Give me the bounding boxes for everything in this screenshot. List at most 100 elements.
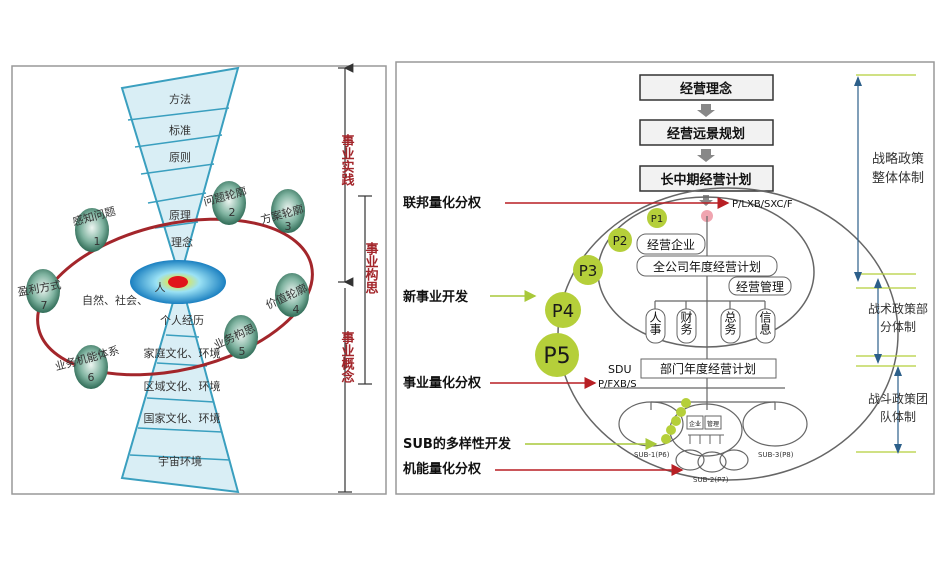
cycle-node-5 [224, 315, 258, 359]
p-circles [535, 208, 691, 444]
box-annual-plan-label: 全公司年度经营计划 [653, 259, 761, 274]
funnel-level-standard: 标准 [169, 123, 191, 137]
cycle-node-7 [26, 269, 60, 313]
left-panel: 方法 标准 原则 原理 理念 人 个人经历 家庭文化、环境 区域文化、环境 国家… [11, 63, 387, 495]
mini-box-mgmt [704, 415, 722, 430]
funnel-level-country: 国家文化、环境 [144, 411, 221, 425]
p2-circle [608, 228, 632, 252]
mini-box-company-label: 企业 [689, 420, 701, 428]
cycle-num-2: 2 [229, 206, 236, 219]
arrow-down-1 [697, 104, 715, 117]
right-panel: 经营理念 经营远景规划 长中期经营计划 经营企业 全公司年度经营计划 经营管理 [395, 61, 935, 495]
box-company [636, 233, 706, 255]
label-combat-fo: 战斗政策团队体制 [867, 392, 928, 424]
dept-hr [645, 308, 666, 344]
sub-1-label: SUB-1(P6) [634, 451, 670, 459]
funnel-level-region: 区域文化、环境 [144, 379, 221, 393]
funnel-level-theory: 原理 [169, 209, 191, 222]
label-strategy-fo: 战略政策整体体制 [871, 152, 924, 186]
dept-general [720, 308, 741, 344]
cycle-node-3 [271, 189, 305, 233]
box-management-philosophy [639, 74, 774, 101]
p2-label: P2 [613, 234, 628, 248]
p4-circle [545, 292, 581, 328]
p3-circle [573, 255, 603, 285]
dept-info [755, 308, 776, 344]
cycle-num-4: 4 [293, 303, 300, 316]
sub-2-label: SUB-2(P7) [693, 476, 729, 484]
cycle-node-6 [74, 345, 108, 389]
cycle-num-7: 7 [41, 299, 48, 312]
lxb-code: P/LXB/SXC/F [732, 199, 793, 210]
departments: 人事 财务 总务 信息 [645, 308, 776, 344]
upper-funnel-dividers [127, 107, 230, 229]
mini-dept-ticks [688, 434, 724, 444]
label-strategy: 战略政策整体体制 [871, 152, 924, 186]
cycle-num-1: 1 [94, 235, 101, 248]
dept-general-label: 总务 [723, 311, 737, 335]
label-business-decentralization: 事业量化分权 [403, 375, 482, 391]
box-vision-plan-label: 经营远景规划 [667, 126, 745, 142]
mini-box-mgmt-label: 管理 [707, 420, 719, 428]
label-function-decentralization: 机能量化分权 [403, 461, 482, 477]
axis-label-structure: 事业构思 [363, 241, 379, 295]
cycle-node-1 [75, 208, 109, 252]
box-management-philosophy-label: 经营理念 [680, 81, 732, 97]
dept-finance-label: 财务 [679, 311, 693, 335]
value-cycle-ellipse [36, 217, 314, 377]
box-dept-plan [640, 358, 777, 379]
top-plan-boxes: 经营理念 经营远景规划 长中期经营计划 [639, 74, 774, 206]
core-dot [168, 276, 188, 288]
fxb-code: P/FXB/S [598, 379, 637, 390]
p1-label: P1 [651, 214, 663, 225]
funnel-level-universe: 宇宙环境 [158, 454, 202, 468]
mini-box-company [686, 415, 704, 430]
p4-label: P4 [552, 301, 574, 322]
dept-info-label: 信息 [758, 311, 772, 335]
funnel-level-family: 家庭文化、环境 [144, 346, 221, 360]
sub-2b-circle [697, 451, 727, 473]
box-vision-plan [639, 119, 774, 146]
box-long-term-plan-label: 长中期经营计划 [660, 172, 751, 188]
p1-circle [647, 208, 667, 228]
box-management [728, 276, 792, 296]
cycle-nodes [26, 181, 309, 389]
p3-label: P3 [579, 262, 598, 280]
dept-finance [676, 308, 697, 344]
cycle-node-2 [212, 181, 246, 225]
box-dept-plan-label: 部门年度经营计划 [660, 361, 756, 376]
funnel-level-nature-society: 自然、社会、 [82, 293, 148, 307]
p5-circle [535, 333, 579, 377]
box-annual-plan [636, 255, 778, 277]
label-sub-diversity: SUB的多样性开发 [403, 436, 512, 452]
upper-funnel [120, 66, 240, 282]
p5-label: P5 [543, 344, 570, 369]
funnel-level-person: 人 [155, 281, 166, 294]
lower-funnel-dividers [129, 334, 231, 461]
right-level-axes [854, 76, 902, 454]
label-tactics: 战术政策部分体制 [867, 302, 928, 334]
box-long-term-plan [639, 165, 774, 192]
cycle-num-6: 6 [88, 371, 95, 384]
lower-funnel [120, 274, 240, 494]
funnel-level-philosophy: 理念 [171, 235, 193, 249]
left-axes [338, 63, 372, 493]
funnel-level-personal-history: 个人经历 [160, 314, 204, 327]
box-company-label: 经营企业 [647, 237, 695, 252]
label-new-business: 新事业开发 [403, 289, 469, 305]
cycle-num-5: 5 [239, 345, 246, 358]
label-federal-decentralization: 联邦量化分权 [403, 195, 482, 211]
funnel-level-method: 方法 [169, 92, 191, 106]
arrow-down-3 [699, 195, 713, 206]
label-combat: 战斗政策团队体制 [867, 392, 928, 424]
sdu-label: SDU [608, 363, 632, 376]
funnel-level-principle: 原则 [169, 151, 191, 164]
cycle-node-4 [275, 273, 309, 317]
cycle-num-3: 3 [285, 220, 292, 233]
axis-label-concept: 事业概念 [339, 330, 355, 384]
label-tactics-fo: 战术政策部分体制 [867, 302, 928, 334]
right-level-lines [856, 74, 916, 453]
box-management-label: 经营管理 [736, 279, 784, 294]
dept-hr-label: 人事 [648, 311, 662, 335]
